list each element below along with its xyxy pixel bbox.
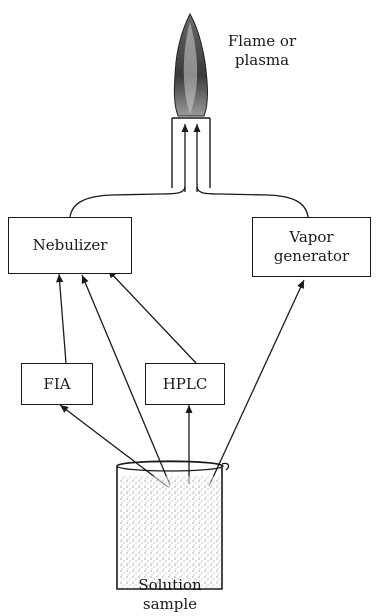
nebulizer-label: Nebulizer: [32, 236, 108, 254]
fia-to-nebulizer-arrow: [56, 273, 67, 364]
hplc-label: HPLC: [162, 374, 208, 393]
beaker-icon: [116, 460, 230, 590]
flame-label: Flame or plasma: [227, 32, 297, 69]
fia-box: FIA: [21, 363, 93, 405]
vapor-generator-box: Vapor generator: [252, 217, 371, 277]
vapor-generator-label: Vapor generator: [273, 228, 350, 265]
sample-to-fia-arrow: [59, 404, 169, 488]
nebulizer-to-torch-line: [69, 185, 186, 218]
flame-icon: [173, 12, 208, 117]
nebulizer-box: Nebulizer: [8, 217, 132, 274]
torch-tube: [171, 117, 211, 188]
hplc-to-nebulizer-arrow: [107, 269, 197, 364]
sample-to-vapor-generator-arrow: [208, 279, 305, 487]
vapor-generator-to-torch-line: [196, 185, 309, 218]
sample-to-nebulizer-arrow: [81, 274, 171, 486]
hplc-box: HPLC: [145, 363, 225, 405]
solution-sample-label: Solution sample: [138, 576, 202, 613]
fia-label: FIA: [43, 374, 71, 393]
